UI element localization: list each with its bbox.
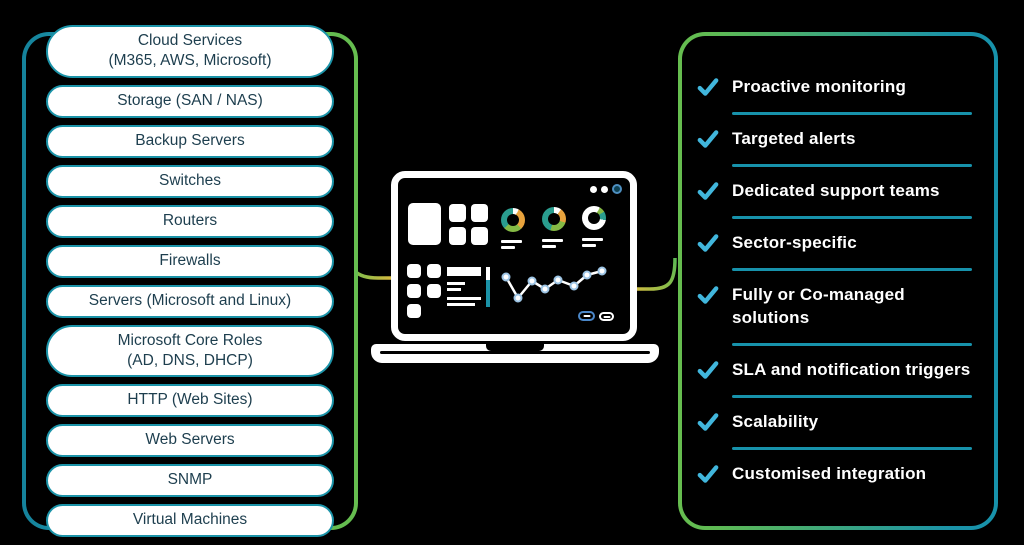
checklist-item-sector-specific: Sector-specific	[696, 219, 972, 268]
pill-http-web-sites: HTTP (Web Sites)	[46, 383, 334, 417]
checklist-item-label: Targeted alerts	[732, 129, 856, 149]
divider	[732, 164, 972, 168]
pill-routers: Routers	[46, 204, 334, 238]
benefits-checklist: Proactive monitoring Targeted alerts Ded…	[682, 36, 994, 526]
checklist-item-label: Customised integration	[732, 463, 927, 483]
divider	[732, 394, 972, 398]
checklist-item-label: Fully or Co-managed solutions	[732, 285, 905, 327]
benefits-panel: Proactive monitoring Targeted alerts Ded…	[678, 32, 998, 530]
checklist-item-label: SLA and notification triggers	[732, 359, 971, 379]
checklist-item-label: Proactive monitoring	[732, 77, 907, 97]
checklist-item-label: Sector-specific	[732, 233, 857, 253]
checkmark-icon	[697, 361, 719, 379]
pill-virtual-machines: Virtual Machines	[46, 503, 334, 537]
chart-legend-pill	[599, 312, 614, 321]
checklist-item-label: Dedicated support teams	[732, 181, 940, 201]
placeholder-text-lines	[447, 267, 481, 309]
checklist-item-dedicated-support-teams: Dedicated support teams	[696, 167, 972, 216]
checklist-item-label: Scalability	[732, 411, 819, 431]
monitored-items-list: Cloud Services (M365, AWS, Microsoft) St…	[26, 25, 354, 537]
dashboard-tile-grid	[449, 204, 488, 245]
checkmark-icon	[697, 286, 719, 304]
checkmark-icon	[697, 78, 719, 96]
pill-cloud-services: Cloud Services (M365, AWS, Microsoft)	[46, 25, 334, 78]
donut-caption-lines	[542, 239, 563, 248]
donut-chart-icon	[542, 207, 566, 231]
donut-caption-lines	[582, 238, 603, 247]
chart-legend-pill	[578, 311, 595, 321]
checklist-item-scalability: Scalability	[696, 398, 972, 447]
monitored-items-panel: Cloud Services (M365, AWS, Microsoft) St…	[22, 25, 358, 537]
laptop-base	[371, 344, 659, 363]
line-chart-icon	[501, 266, 607, 303]
checkmark-icon	[697, 130, 719, 148]
pill-web-servers: Web Servers	[46, 423, 334, 457]
donut-caption-lines	[501, 240, 522, 249]
donut-chart-icon	[501, 208, 525, 232]
divider	[732, 112, 972, 116]
pill-switches: Switches	[46, 164, 334, 198]
laptop-screen	[391, 171, 637, 341]
pill-backup-servers: Backup Servers	[46, 124, 334, 158]
divider	[732, 446, 972, 450]
dashboard-mini-grid	[407, 264, 455, 318]
laptop-illustration	[371, 171, 659, 363]
scrollbar-icon	[486, 267, 490, 307]
checkmark-icon	[697, 234, 719, 252]
window-dots-icon	[590, 184, 622, 194]
checklist-item-customised-integration: Customised integration	[696, 450, 972, 499]
pill-microsoft-core-roles: Microsoft Core Roles (AD, DNS, DHCP)	[46, 324, 334, 377]
checkmark-icon	[697, 465, 719, 483]
checklist-item-targeted-alerts: Targeted alerts	[696, 115, 972, 164]
pill-firewalls: Firewalls	[46, 244, 334, 278]
divider	[732, 216, 972, 220]
checklist-item-fully-or-co-managed: Fully or Co-managed solutions	[696, 271, 972, 343]
donut-chart-icon	[582, 206, 606, 230]
pill-storage: Storage (SAN / NAS)	[46, 84, 334, 118]
checkmark-icon	[697, 413, 719, 431]
pill-snmp: SNMP	[46, 463, 334, 497]
divider	[732, 268, 972, 272]
checklist-item-proactive-monitoring: Proactive monitoring	[696, 63, 972, 112]
checklist-item-sla-notification-triggers: SLA and notification triggers	[696, 346, 972, 395]
pill-servers: Servers (Microsoft and Linux)	[46, 284, 334, 318]
checkmark-icon	[697, 182, 719, 200]
divider	[732, 342, 972, 346]
dashboard-tile-large	[408, 203, 441, 245]
